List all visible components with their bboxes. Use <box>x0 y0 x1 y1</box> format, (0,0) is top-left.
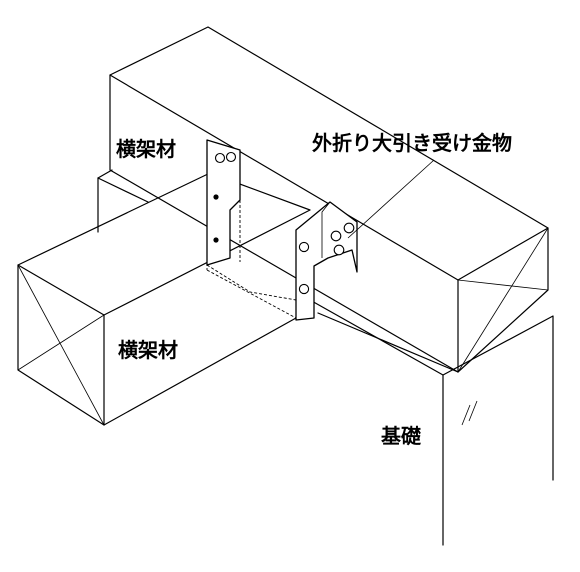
front-plate-hole <box>298 241 310 253</box>
front-plate-hole <box>343 222 355 234</box>
rear-plate-nail <box>213 194 219 200</box>
hardware-front-plate <box>295 201 358 321</box>
sill-beam <box>97 26 549 373</box>
rear-plate-hole <box>225 151 237 163</box>
hardware-leader-line <box>347 159 435 239</box>
foundation <box>309 299 554 546</box>
front-plate-hole <box>298 283 310 295</box>
joist-beam <box>17 168 311 426</box>
front-plate-hole <box>330 230 342 242</box>
front-plate-hole <box>333 244 345 256</box>
label-hardware: 外折り大引き受け金物 <box>312 131 512 155</box>
rear-plate-nail <box>213 237 219 243</box>
label-beam-upper: 横架材 <box>116 137 176 161</box>
hardware-rear-plate <box>206 139 241 266</box>
label-foundation: 基礎 <box>381 424 421 448</box>
sleeper-support-hardware <box>206 139 358 321</box>
rear-plate-hole <box>214 152 226 164</box>
label-beam-lower: 横架材 <box>118 338 178 362</box>
